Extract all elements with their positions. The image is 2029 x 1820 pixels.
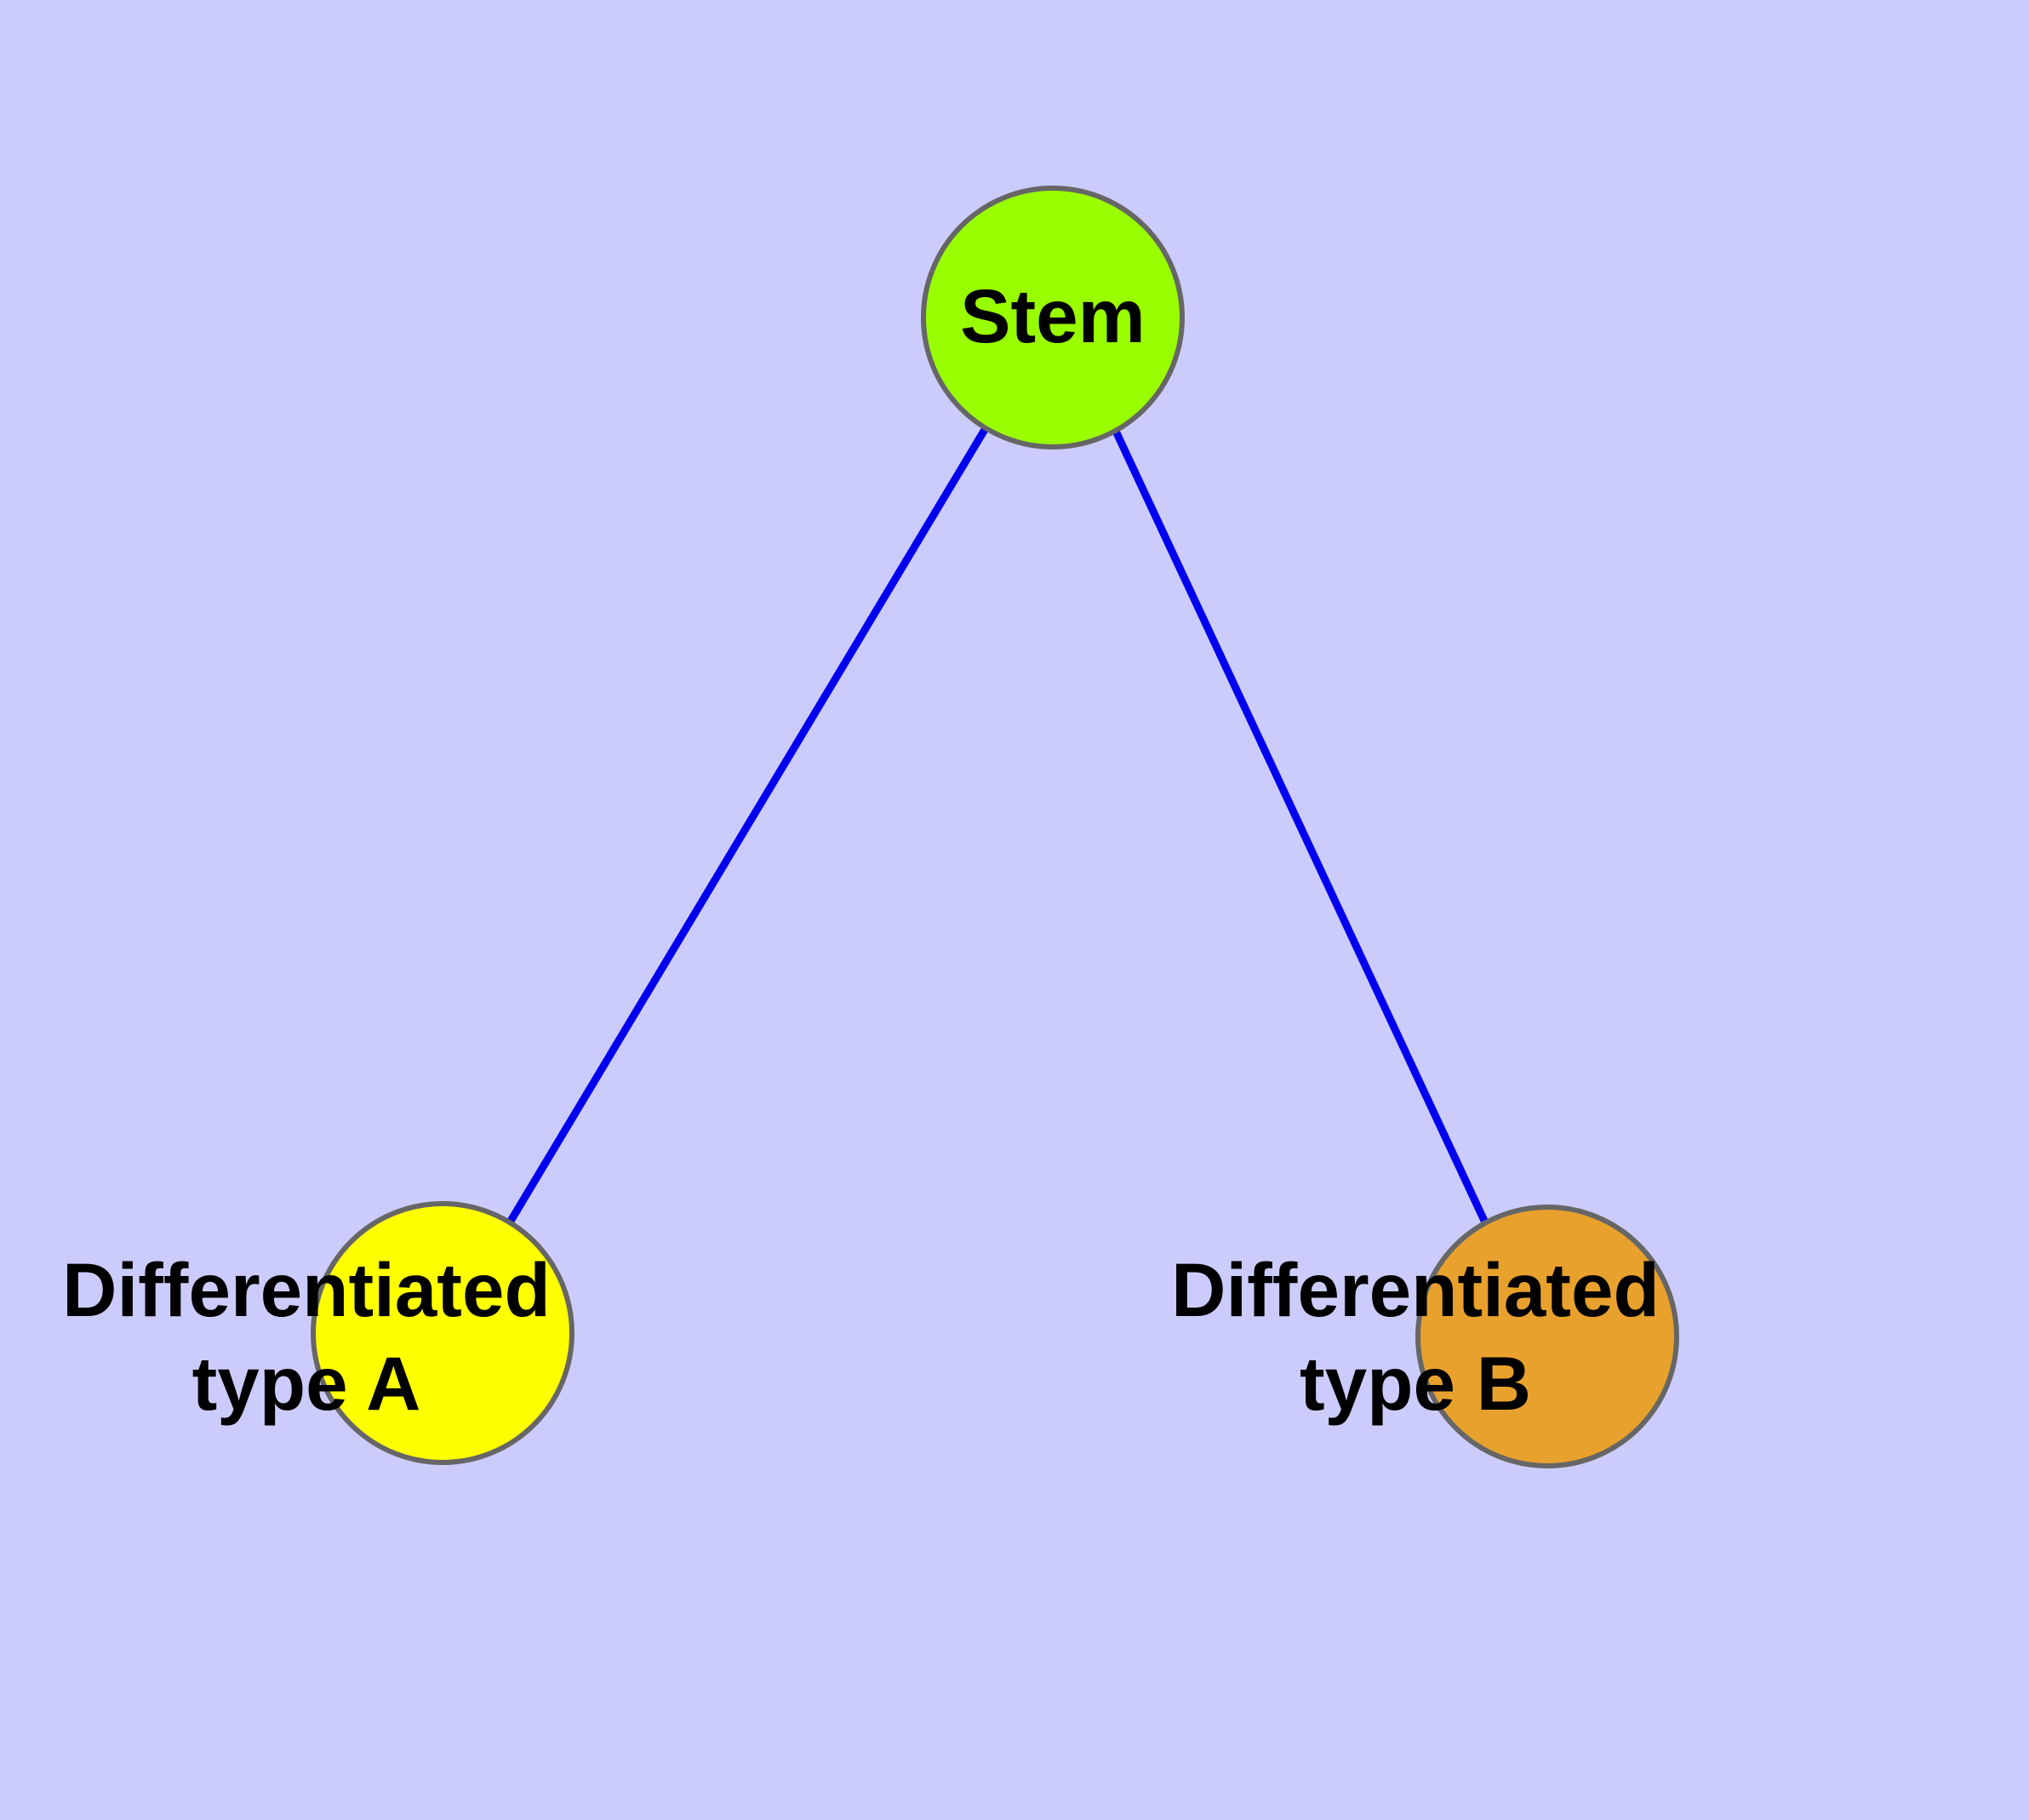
- node-differentiated-type-b[interactable]: [1415, 1205, 1679, 1468]
- edge-stem-to-differentiated-type-b[interactable]: [1109, 424, 1489, 1222]
- node-differentiated-type-b-circle[interactable]: [1415, 1205, 1679, 1468]
- node-stem-circle[interactable]: [921, 186, 1185, 449]
- node-differentiated-type-b-label-line1: Differentiated: [1171, 1247, 1660, 1332]
- edge-stem-to-differentiated-type-a[interactable]: [506, 426, 989, 1225]
- edge-layer: [506, 424, 1489, 1225]
- node-differentiated-type-a-label-line1: Differentiated: [62, 1247, 551, 1332]
- node-differentiated-type-a[interactable]: [311, 1201, 574, 1465]
- node-differentiated-type-a-circle[interactable]: [311, 1201, 574, 1465]
- node-stem[interactable]: Stem: [921, 186, 1185, 449]
- label-layer: Differentiated type A Differentiated typ…: [62, 1247, 1660, 1426]
- node-stem-label: Stem: [960, 273, 1146, 358]
- node-layer: Stem: [311, 186, 1679, 1468]
- node-differentiated-type-b-label-line2: type B: [1300, 1341, 1531, 1426]
- node-differentiated-type-a-label-line2: type A: [192, 1341, 421, 1426]
